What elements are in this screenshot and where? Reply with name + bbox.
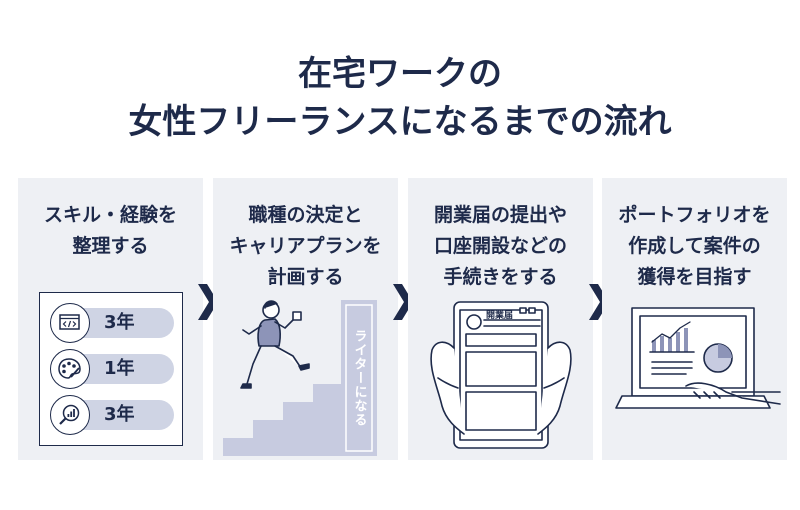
step-4-card: ポートフォリオを 作成して案件の 獲得を目指す [602,178,787,460]
step-2-label-line: 職種の決定と [248,204,363,226]
palette-icon [50,349,90,389]
writer-sign-text: ライターになる [352,329,368,427]
step-3-label: 開業届の提出や 口座開設などの 手続きをする [408,200,593,293]
step-3-card: 開業届の提出や 口座開設などの 手続きをする 開業届 [408,178,593,460]
skill-list: 3年 1年 [39,292,183,446]
step-3-label-line: 口座開設などの [433,235,567,257]
skill-item: 3年 [50,395,174,435]
skill-item: 3年 [50,303,174,343]
step-2-card: 職種の決定と キャリアプランを 計画する ライターになる [213,178,398,460]
step-4-label: ポートフォリオを 作成して案件の 獲得を目指す [602,200,787,293]
form-title: 開業届 [486,309,513,321]
skill-years: 3年 [104,404,135,425]
skill-item: 1年 [50,349,174,389]
step-4-label-line: 作成して案件の [628,235,761,257]
step-3-label-line: 手続きをする [443,266,558,288]
step-1-label: スキル・経験を 整理する [18,200,203,262]
step-4-label-line: 獲得を目指す [637,266,752,288]
business-form-illustration: 開業届 [430,301,572,449]
step-4-label-line: ポートフォリオを [618,204,771,226]
skill-years: 3年 [104,312,135,333]
code-window-icon [50,303,90,343]
skill-years: 1年 [104,358,135,379]
step-1-label-line: 整理する [72,235,149,257]
climbing-woman-icon [240,300,310,389]
step-2-label-line: キャリアプランを [229,235,382,257]
page-title-line-2: 女性フリーランスになるまでの流れ [128,102,672,142]
step-2-label: 職種の決定と キャリアプランを 計画する [213,200,398,293]
step-1-label-line: スキル・経験を [43,204,177,226]
page-title-line-1: 在宅ワークの [298,54,502,94]
laptop-portfolio-illustration [615,307,781,409]
career-stairs-illustration: ライターになる [223,300,377,456]
magnifier-chart-icon [50,395,90,435]
step-2-label-line: 計画する [267,266,344,288]
step-1-card: スキル・経験を 整理する 3年 [18,178,203,460]
step-3-label-line: 開業届の提出や [433,204,567,226]
